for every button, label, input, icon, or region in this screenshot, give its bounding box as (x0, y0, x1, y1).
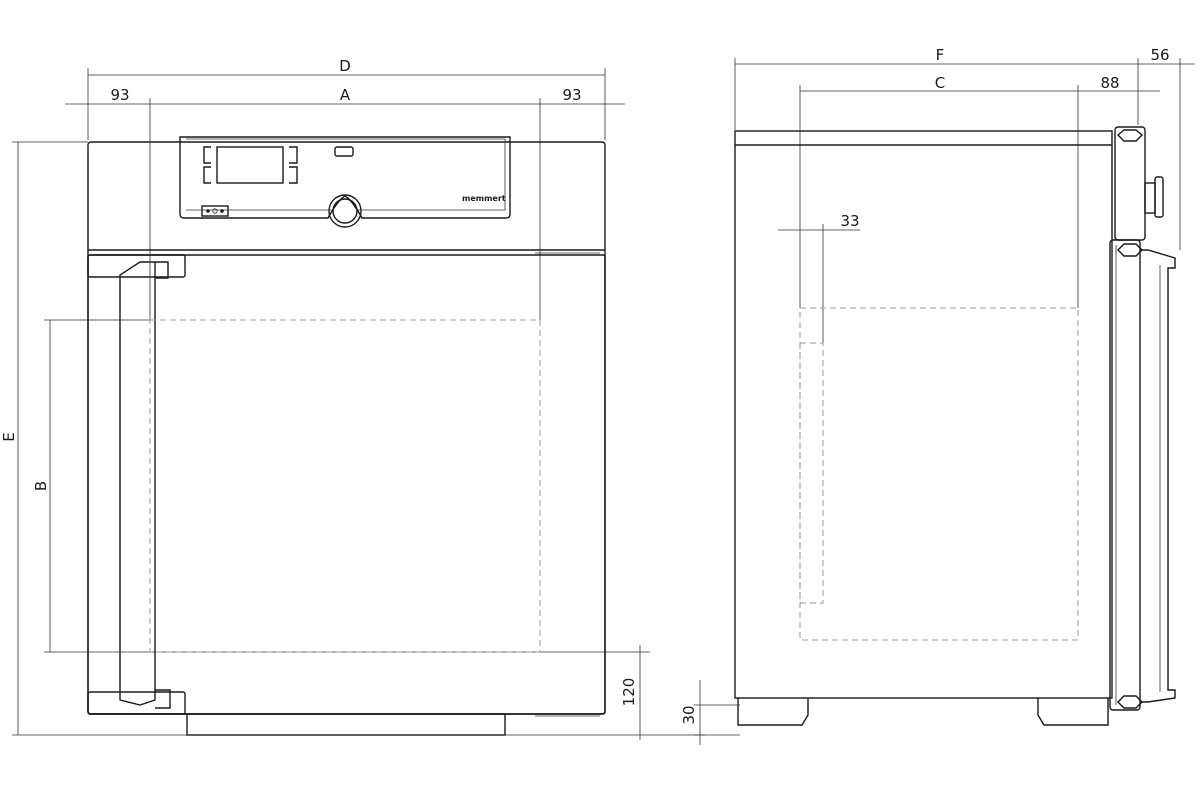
dim-label-e: E (0, 432, 18, 441)
door-handle (87, 254, 186, 715)
dim-label-30: 30 (680, 705, 698, 724)
side-control-unit (1114, 126, 1164, 241)
dimension-lines-side (694, 58, 1195, 745)
key-icon (334, 146, 354, 157)
interior-outline-front (149, 319, 541, 653)
cabinet-front (87, 141, 606, 736)
display-screen (216, 146, 284, 184)
front-view: D 93 A 93 E B 120 memmert (0, 57, 705, 740)
dim-label-56: 56 (1150, 46, 1169, 64)
power-switch-panel (201, 205, 229, 217)
dim-label-33: 33 (840, 212, 859, 230)
interior-outline-side (799, 307, 1079, 641)
control-panel: memmert (179, 136, 511, 228)
side-door (1109, 239, 1176, 711)
memmert-logo: memmert (462, 194, 506, 203)
dim-label-f: F (936, 46, 945, 64)
dim-label-b: B (32, 481, 50, 491)
dim-label-93-right: 93 (562, 86, 581, 104)
dim-label-88: 88 (1100, 74, 1119, 92)
side-view: F 56 C 88 33 30 (680, 46, 1195, 745)
side-door-handle (1140, 249, 1176, 703)
dim-label-a: A (340, 86, 351, 104)
dimension-lines-front (12, 68, 705, 740)
dim-label-c: C (935, 74, 945, 92)
display-buttons (203, 146, 298, 184)
dim-label-d: D (339, 57, 351, 75)
dim-label-93-left: 93 (110, 86, 129, 104)
dim-label-120: 120 (620, 678, 638, 707)
cabinet-side (734, 130, 1113, 726)
control-knob (328, 194, 362, 228)
